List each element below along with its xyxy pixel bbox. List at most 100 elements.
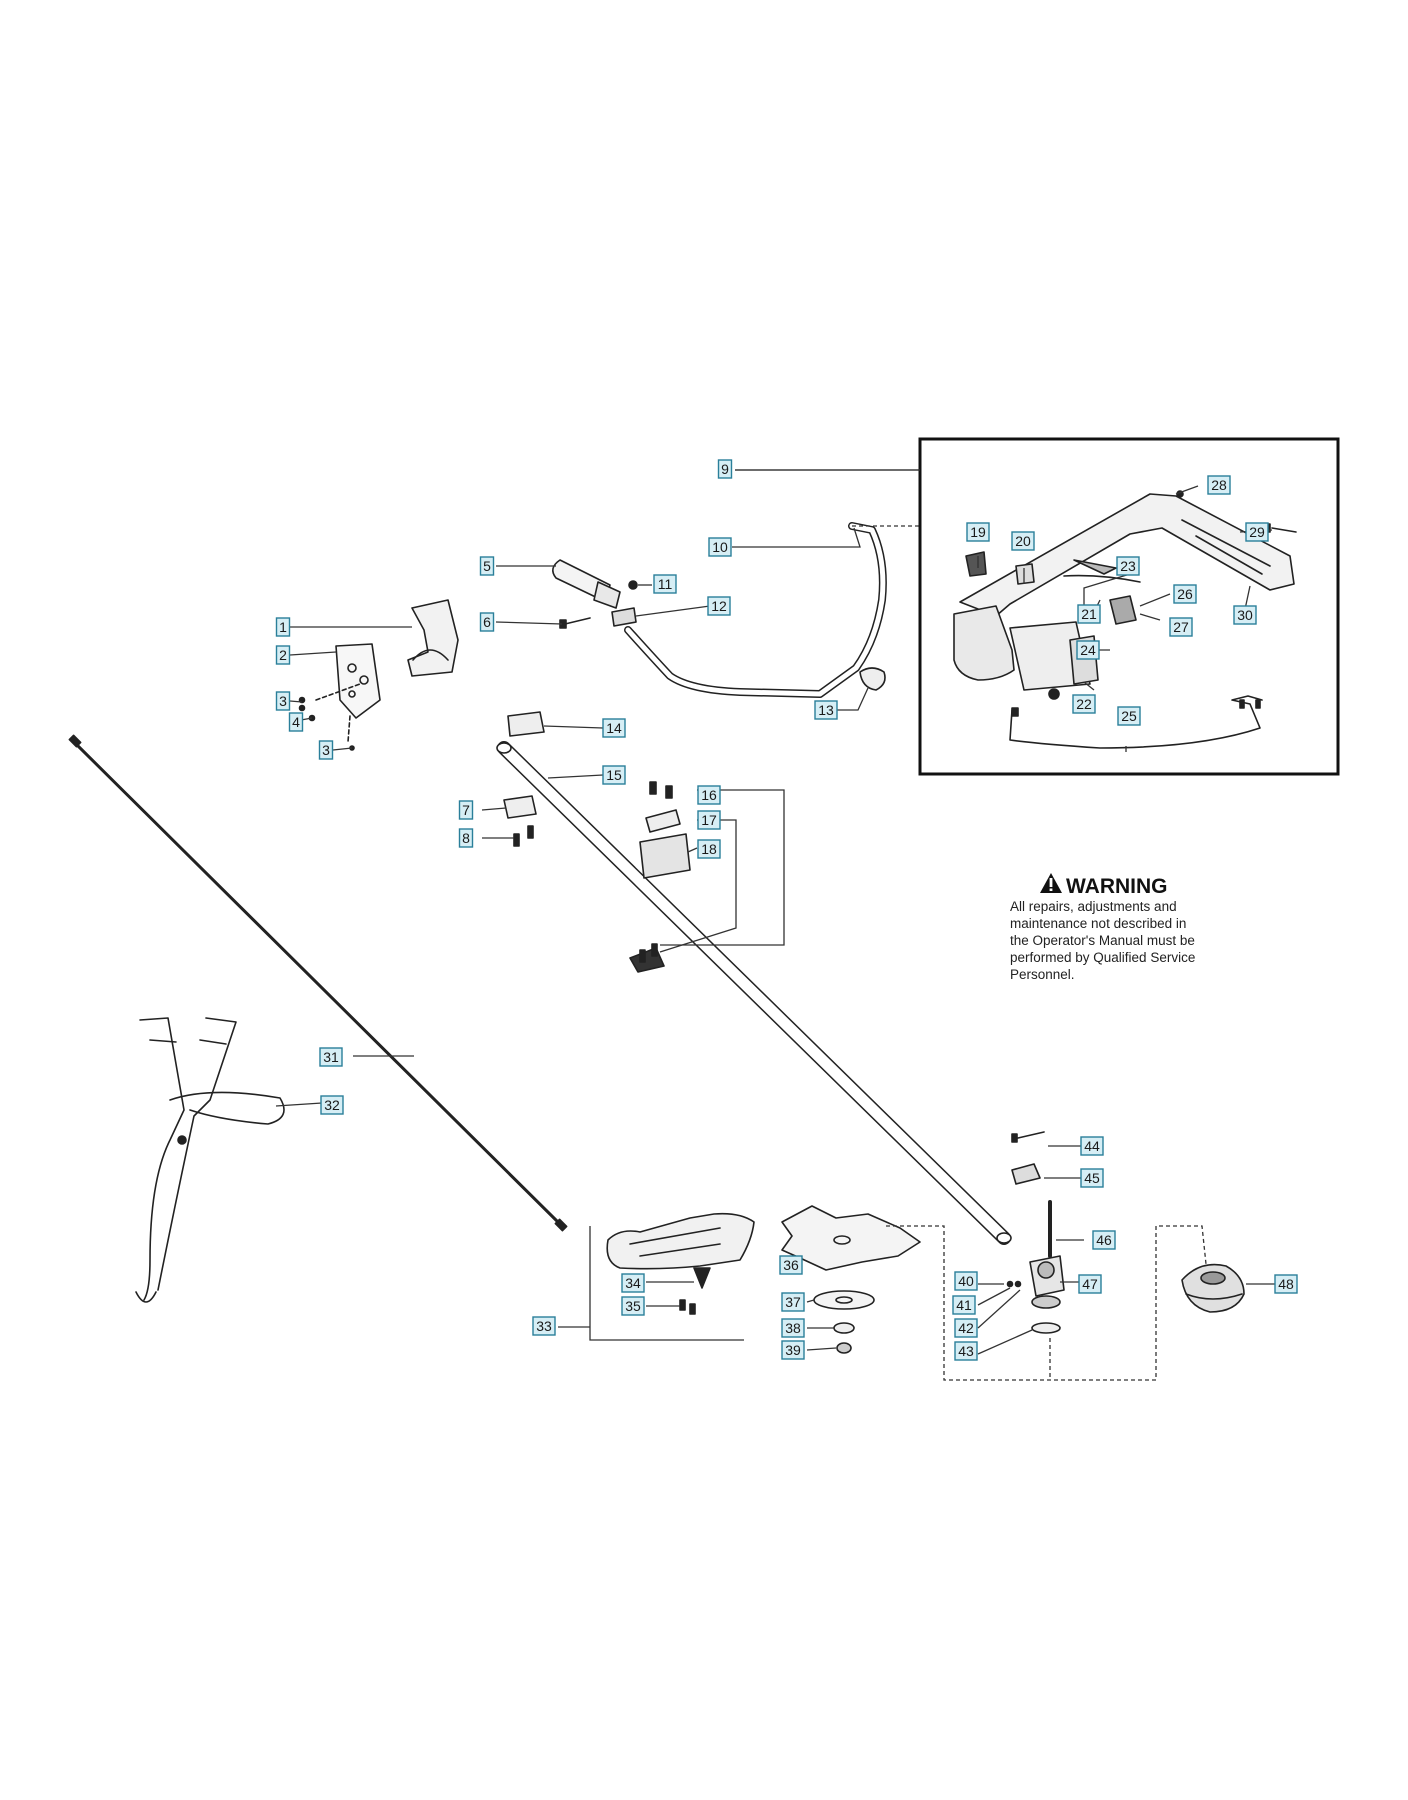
callout-box xyxy=(1072,694,1096,714)
callout-box xyxy=(275,645,291,665)
handlebar-tube-part xyxy=(624,522,887,698)
callout-number: 46 xyxy=(1096,1232,1112,1248)
callout-c24: 24 xyxy=(1076,640,1100,660)
callout-number: 40 xyxy=(958,1273,974,1289)
callout-box xyxy=(781,1292,805,1312)
callout-number: 11 xyxy=(658,576,673,592)
callout-box xyxy=(532,1316,556,1336)
callout-number: 32 xyxy=(324,1097,340,1113)
callout-c37: 37 xyxy=(781,1292,805,1312)
callout-box xyxy=(952,1295,976,1315)
callout-box xyxy=(781,1340,805,1360)
callout-c18: 18 xyxy=(697,839,721,859)
nut-part-11 xyxy=(628,580,638,590)
callout-box xyxy=(1092,1230,1116,1250)
callout-box xyxy=(621,1296,645,1316)
callout-box xyxy=(653,574,677,594)
callout-box xyxy=(1173,584,1197,604)
callout-c46: 46 xyxy=(1092,1230,1116,1250)
callout-number: 3 xyxy=(279,693,287,709)
throttle-handle-assembly xyxy=(953,490,1297,749)
warning-notice: WARNING All repairs, adjustments and mai… xyxy=(1010,873,1195,982)
callout-c4: 4 xyxy=(288,712,304,732)
warning-line-2: maintenance not described in xyxy=(1010,916,1186,931)
callout-box xyxy=(779,1255,803,1275)
callout-c40: 40 xyxy=(954,1271,978,1291)
callout-box xyxy=(1076,640,1100,660)
callout-number: 13 xyxy=(818,702,834,718)
washers-parts-37-39 xyxy=(813,1290,875,1354)
warning-triangle-icon xyxy=(1040,873,1062,893)
callout-box xyxy=(1080,1136,1104,1156)
callout-number: 23 xyxy=(1120,558,1136,574)
callout-number: 28 xyxy=(1211,477,1227,493)
callout-box xyxy=(814,700,838,720)
callout-number: 30 xyxy=(1237,607,1253,623)
callout-box xyxy=(954,1318,978,1338)
warning-line-4: performed by Qualified Service xyxy=(1010,950,1195,965)
callout-c19: 19 xyxy=(966,522,990,542)
callout-number: 8 xyxy=(462,830,470,846)
callout-number: 34 xyxy=(625,1275,641,1291)
callout-box xyxy=(1169,617,1193,637)
callout-c23: 23 xyxy=(1116,556,1140,576)
callout-box xyxy=(458,800,474,820)
callout-number: 36 xyxy=(783,1257,799,1273)
callout-c21: 21 xyxy=(1077,604,1101,624)
callout-box xyxy=(621,1273,645,1293)
callout-c22: 22 xyxy=(1072,694,1096,714)
callout-box xyxy=(1207,475,1231,495)
callout-number: 38 xyxy=(785,1320,801,1336)
callout-box xyxy=(707,596,731,616)
callout-c3a: 3 xyxy=(275,691,291,711)
callout-c38: 38 xyxy=(781,1318,805,1338)
callout-box xyxy=(1116,556,1140,576)
callout-box xyxy=(954,1271,978,1291)
callout-number: 19 xyxy=(970,524,986,540)
callout-c43: 43 xyxy=(954,1341,978,1361)
callout-c25: 25 xyxy=(1117,706,1141,726)
callout-c33: 33 xyxy=(532,1316,556,1336)
callout-number: 16 xyxy=(701,787,717,803)
blade-guard-part xyxy=(606,1212,755,1315)
callout-c45: 45 xyxy=(1080,1168,1104,1188)
callout-number: 25 xyxy=(1121,708,1137,724)
callout-c41: 41 xyxy=(952,1295,976,1315)
callout-box xyxy=(954,1341,978,1361)
callout-number: 35 xyxy=(625,1298,641,1314)
callout-c3b: 3 xyxy=(318,740,334,760)
callout-box xyxy=(479,612,495,632)
clamp-part-12 xyxy=(611,607,637,627)
callout-box xyxy=(319,1047,343,1067)
callout-c29: 29 xyxy=(1245,522,1269,542)
callout-c5: 5 xyxy=(479,556,495,576)
callout-number: 17 xyxy=(701,812,717,828)
callout-box xyxy=(275,617,291,637)
callout-box xyxy=(1274,1274,1298,1294)
callout-box xyxy=(1245,522,1269,542)
callout-box xyxy=(1233,605,1257,625)
bracket-parts-16-18 xyxy=(629,781,691,973)
callout-c20: 20 xyxy=(1011,531,1035,551)
drive-shaft-part xyxy=(68,734,568,1232)
callout-number: 4 xyxy=(292,714,300,730)
clamp-part-14 xyxy=(507,711,545,737)
callout-number: 21 xyxy=(1081,606,1097,622)
drive-tube-part xyxy=(496,741,1012,1245)
callout-number: 1 xyxy=(279,619,287,635)
callout-box xyxy=(1011,531,1035,551)
callout-number: 47 xyxy=(1082,1276,1098,1292)
callout-number: 15 xyxy=(606,767,622,783)
callout-box xyxy=(288,712,304,732)
callout-number: 48 xyxy=(1278,1276,1294,1292)
callout-number: 45 xyxy=(1084,1170,1100,1186)
callout-c17: 17 xyxy=(697,810,721,830)
callout-c13: 13 xyxy=(814,700,838,720)
bolt-part-6 xyxy=(559,617,591,629)
callout-c42: 42 xyxy=(954,1318,978,1338)
front-grip-part xyxy=(552,559,621,609)
callout-number: 41 xyxy=(956,1297,972,1313)
callout-number: 12 xyxy=(711,598,727,614)
callout-number: 3 xyxy=(322,742,330,758)
callout-c15: 15 xyxy=(602,765,626,785)
